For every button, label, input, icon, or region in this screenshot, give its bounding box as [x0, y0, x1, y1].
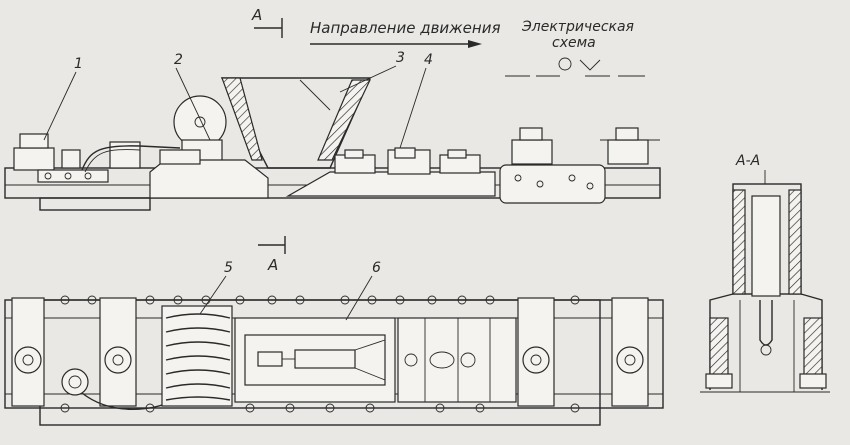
- callout-5: 5: [224, 260, 233, 276]
- spring: [165, 313, 231, 401]
- section-title: A-A: [735, 153, 760, 169]
- cable-coil: [61, 368, 89, 396]
- rail-bolts: [60, 295, 580, 413]
- callout-6: 6: [372, 260, 381, 276]
- base-frame: [4, 167, 661, 199]
- section-mark-top: A: [251, 6, 283, 38]
- direction-label: Направление движения: [310, 19, 500, 37]
- section-letter-top: A: [251, 6, 262, 24]
- scheme-title-line1: Электрическая: [521, 19, 634, 35]
- electric-scheme: Электрическая схема: [505, 19, 645, 77]
- callout-1: 1: [74, 56, 83, 72]
- callout-2: 2: [174, 52, 183, 68]
- right-carriage: [499, 164, 606, 204]
- skid-left: [149, 159, 269, 199]
- callouts-top: 1 2 3 4: [43, 50, 433, 149]
- callout-3: 3: [396, 50, 405, 66]
- scheme-title-line2: схема: [552, 35, 596, 51]
- section-letter-bottom: A: [267, 256, 278, 274]
- section-view: A-A: [700, 153, 830, 393]
- cable: [81, 145, 181, 171]
- clamp-block-left: [13, 147, 55, 171]
- side-view: [4, 77, 661, 211]
- callouts-bottom: 5 6: [199, 260, 381, 321]
- section-mark-bottom: A: [258, 236, 286, 274]
- direction-indicator: Направление движения: [310, 19, 500, 48]
- lower-plate: [39, 197, 151, 211]
- callout-4: 4: [424, 52, 433, 68]
- plate-block: [397, 317, 517, 403]
- skid-right: [285, 171, 496, 197]
- plan-view: [4, 295, 664, 426]
